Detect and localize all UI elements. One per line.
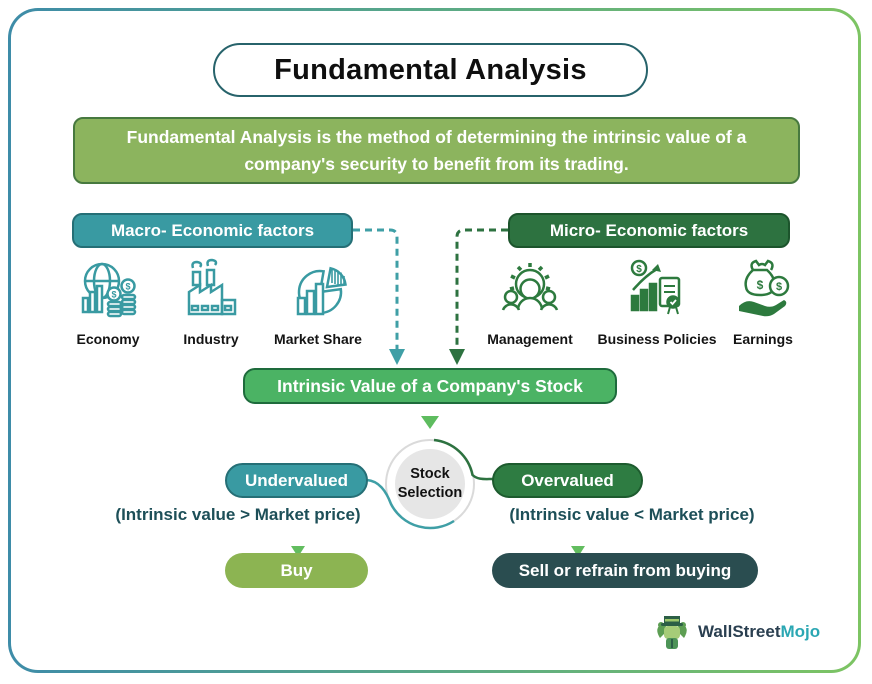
- earnings-icon: $ $: [739, 259, 790, 317]
- buy-label: Buy: [280, 560, 313, 580]
- undervalued-label: Undervalued: [245, 470, 348, 490]
- factor-label: Economy: [76, 331, 140, 347]
- factor-label: Industry: [183, 331, 239, 347]
- factor-label: Business Policies: [597, 331, 717, 347]
- factor-earnings: $ $ Earnings: [693, 256, 833, 347]
- macro-factors-label: Macro- Economic factors: [110, 220, 315, 240]
- factor-label: Management: [487, 331, 573, 347]
- svg-text:$: $: [776, 281, 782, 293]
- svg-text:$: $: [636, 264, 642, 275]
- overvalued-label: Overvalued: [521, 470, 614, 490]
- svg-text:$: $: [125, 282, 130, 292]
- undervalued-pill: Undervalued: [225, 463, 368, 498]
- title-pill: Fundamental Analysis: [213, 43, 648, 97]
- factor-management: Management: [460, 256, 600, 347]
- wallstreetmojo-wordmark: WallStreetMojo: [698, 622, 820, 642]
- page-title: Fundamental Analysis: [274, 53, 587, 86]
- micro-factors-pill: Micro- Economic factors: [508, 213, 790, 248]
- intrinsic-value-pill: Intrinsic Value of a Company's Stock: [243, 368, 617, 404]
- market-share-icon: [296, 266, 347, 316]
- factor-business-policies: $ Business Policies: [587, 256, 727, 347]
- economy-icon: $ $: [81, 262, 137, 318]
- factor-label: Earnings: [733, 331, 793, 347]
- stock-selection-label: Stock Selection: [397, 466, 463, 501]
- svg-text:$: $: [757, 278, 764, 292]
- business-policies-icon: $: [630, 259, 681, 315]
- wallstreetmojo-logo: WallStreetMojo: [652, 612, 822, 652]
- brand-name-primary: WallStreet: [698, 622, 781, 641]
- management-icon: [501, 263, 559, 311]
- sell-pill: Sell or refrain from buying: [492, 553, 758, 588]
- industry-icon: [187, 258, 237, 316]
- description-text: Fundamental Analysis is the method of de…: [126, 127, 747, 174]
- svg-text:$: $: [111, 290, 116, 300]
- brand-name-secondary: Mojo: [780, 622, 821, 641]
- macro-factors-pill: Macro- Economic factors: [72, 213, 353, 248]
- micro-factors-label: Micro- Economic factors: [549, 220, 749, 240]
- factor-economy: $ $ Economy: [38, 256, 178, 347]
- wallstreetmojo-mascot-icon: [657, 616, 687, 649]
- buy-pill: Buy: [225, 553, 368, 588]
- sell-label: Sell or refrain from buying: [518, 560, 732, 580]
- factor-label: Market Share: [274, 331, 362, 347]
- undervalued-condition: (Intrinsic value > Market price): [115, 505, 361, 524]
- intrinsic-value-label: Intrinsic Value of a Company's Stock: [277, 375, 583, 396]
- description-box: Fundamental Analysis is the method of de…: [73, 117, 800, 184]
- factor-market-share: Market Share: [248, 256, 388, 347]
- overvalued-condition: (Intrinsic value < Market price): [509, 505, 755, 524]
- overvalued-pill: Overvalued: [492, 463, 643, 498]
- factor-industry: Industry: [141, 256, 281, 347]
